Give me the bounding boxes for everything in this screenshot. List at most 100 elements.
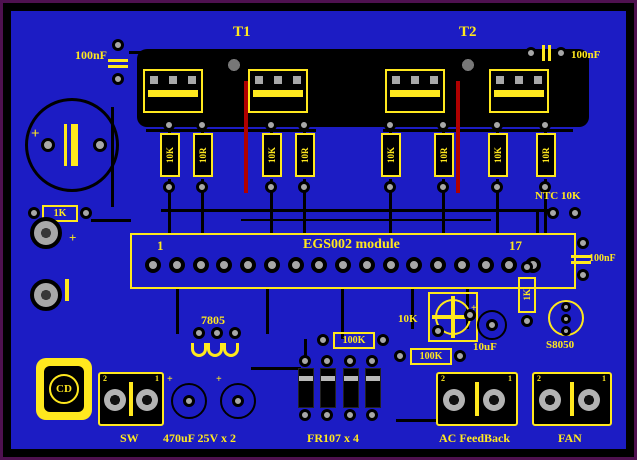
module-name-label: EGS002 module	[303, 237, 400, 252]
module-pin17-label: 17	[509, 238, 522, 253]
trace	[176, 289, 179, 334]
capacitor-symbol	[548, 45, 551, 61]
diode-body	[320, 368, 336, 408]
pad	[377, 334, 389, 346]
heatsink-tab-silk	[148, 90, 198, 97]
pad	[532, 74, 544, 86]
transistor-footprint	[489, 69, 549, 113]
sw-pin1-label: 1	[155, 374, 159, 383]
pad	[384, 181, 396, 193]
trace	[266, 289, 269, 334]
pad	[253, 74, 265, 86]
pcb-board: 100nF 100nF T1 T2	[11, 11, 626, 449]
pad	[578, 389, 600, 411]
resistor-1k-left-label: 1K	[53, 208, 67, 219]
pad	[577, 269, 589, 281]
cap-470uf-outline	[220, 383, 256, 419]
polarity-plus: +	[31, 126, 40, 142]
pad	[112, 73, 124, 85]
pad	[344, 355, 356, 367]
trace	[201, 179, 204, 233]
pad	[561, 314, 571, 324]
pad	[428, 74, 440, 86]
trace-red-t2	[456, 81, 460, 193]
pad	[104, 389, 126, 411]
resistor-label: 10K	[262, 133, 282, 177]
pad	[491, 181, 503, 193]
pad	[298, 119, 310, 131]
pad	[406, 257, 423, 273]
pad	[521, 261, 533, 273]
trace	[536, 211, 539, 233]
pad	[299, 355, 311, 367]
trace	[341, 289, 344, 339]
pad	[539, 389, 561, 411]
module-pin-row	[145, 257, 541, 275]
pad	[437, 119, 449, 131]
pad	[477, 257, 494, 273]
pad	[28, 207, 40, 219]
transistor-footprint	[143, 69, 203, 113]
pad	[437, 181, 449, 193]
logo-text: CD	[56, 383, 72, 395]
polarity-plus: +	[216, 374, 222, 385]
diode-stripe	[366, 376, 380, 381]
trace	[251, 367, 301, 370]
pad	[390, 74, 402, 86]
fan-label: FAN	[558, 431, 582, 445]
diodes-label: FR107 x 4	[307, 431, 359, 445]
pad	[168, 257, 185, 273]
board-frame: 100nF 100nF T1 T2	[3, 3, 634, 457]
caps-bottom-label: 470uF 25V x 2	[163, 431, 237, 445]
trace	[442, 179, 445, 233]
diode-body	[298, 368, 314, 408]
pad	[317, 334, 329, 346]
pad	[547, 207, 559, 219]
pad	[186, 74, 198, 86]
pad	[112, 39, 124, 51]
regulator-silk	[223, 343, 239, 357]
pad	[453, 257, 470, 273]
pad	[192, 257, 209, 273]
trace	[270, 179, 273, 233]
pad	[211, 327, 223, 339]
cap-10uf-label: 10uF	[473, 341, 497, 353]
pad	[298, 181, 310, 193]
polarity-plus: +	[69, 230, 77, 245]
transistor-footprint	[385, 69, 445, 113]
pad	[521, 315, 533, 327]
t2-label: T2	[459, 24, 477, 40]
ntc-label: NTC 10K	[535, 190, 581, 202]
connector-divider-silk	[570, 382, 574, 416]
pad	[569, 207, 581, 219]
pad	[299, 409, 311, 421]
pad	[577, 237, 589, 249]
t1-pad	[220, 51, 248, 79]
trace	[383, 129, 573, 132]
pad	[491, 119, 503, 131]
resistor-label: 10K	[160, 133, 180, 177]
pad	[287, 257, 304, 273]
cap-470uf-outline	[171, 383, 207, 419]
pot-label: 10K	[398, 313, 418, 325]
cap-100nf-top-right-label: 100nF	[571, 49, 601, 61]
fan-pin1-label: 1	[602, 374, 606, 383]
capacitor-symbol	[571, 261, 591, 264]
heatsink-tab-silk	[390, 90, 440, 97]
sw-pin2-label: 2	[103, 374, 107, 383]
diode-stripe	[299, 376, 313, 381]
pad	[311, 257, 328, 273]
resistor-100k-b: 100K	[410, 348, 452, 365]
diode-body	[365, 368, 381, 408]
pot-cross	[451, 296, 455, 338]
resistor-label: 10R	[434, 133, 454, 177]
pad	[335, 257, 351, 273]
pad	[136, 389, 158, 411]
pad	[196, 181, 208, 193]
pad	[196, 119, 208, 131]
electrolytic-cap-outline	[25, 98, 119, 192]
pad	[240, 257, 256, 273]
pad	[148, 74, 160, 86]
trace	[389, 179, 392, 233]
trace	[161, 209, 551, 212]
